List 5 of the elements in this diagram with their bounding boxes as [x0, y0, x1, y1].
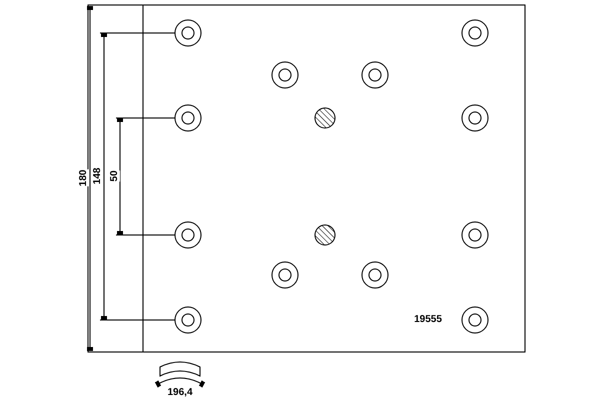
dimension-label: 148: [93, 168, 103, 184]
dimension-label: 50: [110, 170, 120, 182]
part-number: 19555: [414, 315, 442, 325]
dimension-label: 180: [79, 170, 89, 186]
dimension-label: 196,4: [167, 388, 193, 398]
